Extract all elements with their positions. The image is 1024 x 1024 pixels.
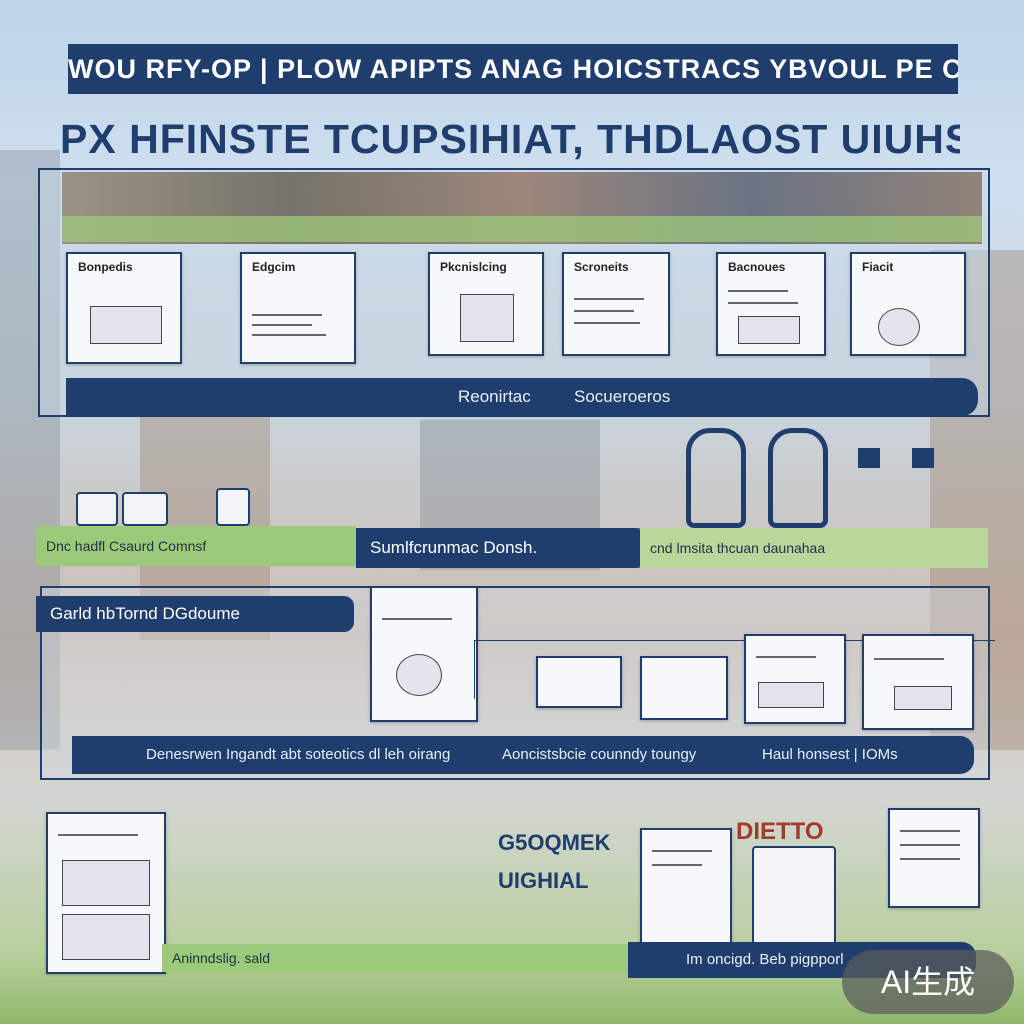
doc-line	[900, 844, 960, 846]
doc-card-1[interactable]: Bonpedis	[66, 252, 182, 364]
flow-card-1[interactable]	[370, 586, 478, 722]
flow-card-4[interactable]	[744, 634, 846, 724]
doc-card-title: Edgcim	[252, 260, 296, 274]
doc-line	[652, 864, 702, 866]
doc-card-2[interactable]: Edgcim	[240, 252, 356, 364]
doc-figure	[460, 294, 514, 342]
section-tag-row2: Sumlfcrunmac Donsh.	[356, 528, 648, 568]
flow-card-3[interactable]	[640, 656, 728, 720]
green-band-bottom: Aninndslig. sald	[162, 944, 630, 972]
square-icon	[912, 448, 934, 468]
page-subtitle: PX HFINSTE TCUPSIHIAT, THDLAOST UIUHSTOU…	[60, 116, 960, 162]
doc-card-title: Fiacit	[862, 260, 894, 274]
doc-line	[58, 834, 138, 836]
section-band-row3: Denesrwen Ingandt abt soteotics dl leh o…	[72, 736, 974, 774]
flow-card-2[interactable]	[536, 656, 622, 708]
green-band-left: Dnc hadfl Csaurd Comnsf	[36, 526, 356, 566]
monitor-icon	[76, 492, 118, 526]
monitor-icon	[122, 492, 168, 526]
doc-line	[874, 658, 944, 660]
doc-card-3[interactable]: Pkcnislcing	[428, 252, 544, 356]
band-segment: Haul honsest | IOMs	[762, 746, 898, 763]
doc-line	[252, 334, 326, 336]
doc-line	[900, 830, 960, 832]
band-segment: Denesrwen Ingandt abt soteotics dl leh o…	[146, 746, 451, 763]
printer-icon	[216, 488, 250, 526]
doc-figure	[738, 316, 800, 344]
doc-card-title: Scroneits	[574, 260, 629, 274]
doc-card-6[interactable]: Fiacit	[850, 252, 966, 356]
ai-generated-badge: AI生成	[842, 950, 1014, 1014]
doc-line	[382, 618, 452, 620]
band-label-left: Reonirtac	[458, 387, 531, 406]
doc-card-row4[interactable]	[46, 812, 166, 974]
doc-card-row4c[interactable]	[888, 808, 980, 908]
doc-card-4[interactable]: Scroneits	[562, 252, 670, 356]
doc-line	[652, 850, 712, 852]
doc-card-5[interactable]: Bacnoues	[716, 252, 826, 356]
doc-figure	[62, 860, 150, 906]
band-segment: Aoncistsbcie counndy toungy	[502, 746, 697, 763]
section-band-row1: Reonirtac Socueroeros	[66, 378, 978, 416]
label-top: G5OQMEK	[498, 830, 611, 855]
doc-figure	[758, 682, 824, 708]
doc-figure	[894, 686, 952, 710]
label-bottom: UIGHIAL	[498, 868, 589, 893]
doc-line	[728, 290, 788, 292]
doc-card-title: Bacnoues	[728, 260, 786, 274]
doc-line	[574, 310, 634, 312]
band-label-right: Socueroeros	[574, 387, 671, 406]
booth-icon	[752, 846, 836, 946]
page-title: WOU RFY-OP | PLOW APIPTS ANAG HOICSTRACS…	[68, 44, 958, 94]
doc-figure	[396, 654, 442, 696]
connector-line	[474, 640, 995, 699]
doc-line	[728, 302, 798, 304]
doc-card-row4b[interactable]	[640, 828, 732, 944]
doc-line	[756, 656, 816, 658]
person-icon	[686, 428, 746, 528]
building-left	[0, 150, 60, 750]
flow-card-5[interactable]	[862, 634, 974, 730]
doc-line	[252, 314, 322, 316]
doc-line	[574, 298, 644, 300]
square-icon	[858, 448, 880, 468]
doc-card-title: Pkcnislcing	[440, 260, 507, 274]
sign-text: DIETTO	[736, 818, 824, 845]
doc-card-title: Bonpedis	[78, 260, 133, 274]
doc-figure	[90, 306, 162, 344]
doc-line	[900, 858, 960, 860]
doc-line	[252, 324, 312, 326]
green-band-right: cnd lmsita thcuan daunahaa	[640, 528, 988, 568]
person-icon	[768, 428, 828, 528]
doc-line	[574, 322, 640, 324]
doc-figure	[62, 914, 150, 960]
doc-figure	[878, 308, 920, 346]
section-tag-row3: Garld hbTornd DGdoume	[36, 596, 354, 632]
hero-green-strip	[62, 216, 982, 242]
